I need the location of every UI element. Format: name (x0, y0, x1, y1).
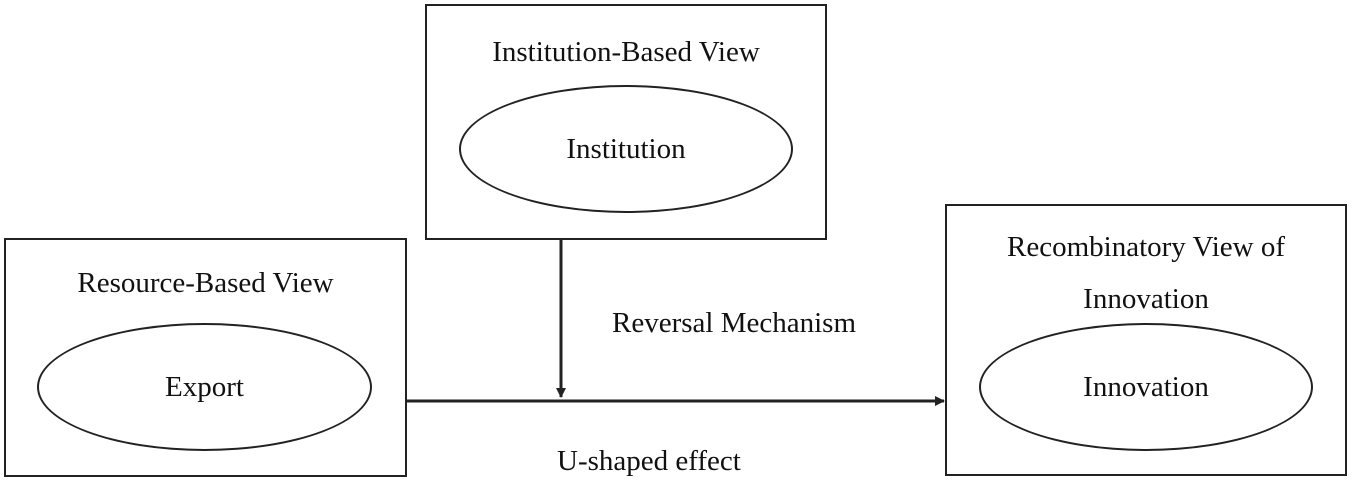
recombinatory-view-title-line2: Innovation (1083, 283, 1209, 315)
innovation-label: Innovation (1083, 370, 1209, 403)
resource-view-box: Resource-Based View Export (4, 238, 407, 477)
institution-view-title: Institution-Based View (492, 36, 760, 68)
export-ellipse: Export (37, 323, 372, 451)
innovation-ellipse: Innovation (979, 323, 1313, 451)
u-shaped-effect-label: U-shaped effect (557, 445, 741, 477)
institution-label: Institution (566, 132, 686, 165)
recombinatory-view-box: Recombinatory View of Innovation Innovat… (945, 204, 1347, 476)
export-label: Export (165, 370, 244, 403)
institution-ellipse: Institution (459, 85, 793, 213)
reversal-mechanism-label: Reversal Mechanism (612, 307, 857, 339)
resource-view-title: Resource-Based View (77, 267, 334, 299)
recombinatory-view-title-line1: Recombinatory View of (1007, 231, 1285, 263)
institution-view-box: Institution-Based View Institution (425, 4, 827, 240)
